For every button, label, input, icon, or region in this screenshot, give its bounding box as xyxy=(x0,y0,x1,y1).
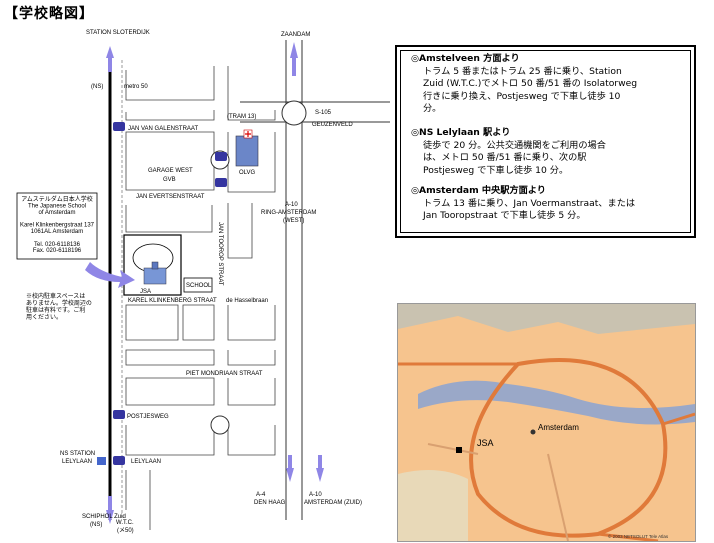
school-address-line: Tel. 020-6118136 xyxy=(34,242,81,248)
label-geuzenveld: GEUZENVELD xyxy=(312,122,353,128)
label-tram-13: (TRAM 13) xyxy=(227,114,256,120)
label-lelylaan: LELYLAAN xyxy=(131,459,161,465)
label-station-sloterdijk: STATION SLOTERDIJK xyxy=(86,30,150,36)
section-heading: ◎Amstelveen 方面より xyxy=(411,53,520,64)
school-address-line: The Japanese School xyxy=(28,203,86,209)
school-address-line: Fax. 020-6118196 xyxy=(33,248,82,254)
label-wtc: W.T.C. xyxy=(116,520,134,526)
label-ns-station: NS STATION xyxy=(60,451,95,457)
section-line: 分。 xyxy=(423,103,442,115)
amsterdam-center-dot xyxy=(530,429,536,435)
label-a4: A-4 xyxy=(256,492,266,498)
ij-water xyxy=(418,380,695,425)
train-icon xyxy=(97,457,106,465)
a10-interchange xyxy=(281,100,307,126)
overview-map-graphic: JSA Amsterdam © 2003 NETSOLUT Tele Atlas xyxy=(398,304,695,541)
label-piet-mondriaan-straat: PIET MONDRIAAN STRAAT xyxy=(186,371,263,377)
label-metro50-bottom: (メ50) xyxy=(117,528,134,534)
transit-stops xyxy=(97,122,227,465)
inset-copyright: © 2003 NETSOLUT Tele Atlas xyxy=(608,533,669,539)
label-amsterdam-zuid: AMSTERDAM (ZUID) xyxy=(304,500,362,506)
label-ns: (NS) xyxy=(91,84,103,90)
hospital-icon xyxy=(235,129,259,167)
label-ns-bottom: (NS) xyxy=(90,522,102,528)
label-jsa: JSA xyxy=(140,289,151,295)
access-info-box: ◎Amstelveen 方面より トラム 5 番またはトラム 25 番に乗り、S… xyxy=(395,45,696,238)
label-karel-klinkenberg-straat: KAREL KLINKENBERG STRAAT xyxy=(128,298,217,304)
label-olvg: OLVG xyxy=(239,170,256,176)
label-west: (WEST) xyxy=(283,218,304,224)
school-building-icon xyxy=(143,261,167,285)
label-jan-evertsenstraat: JAN EVERTSENSTRAAT xyxy=(136,194,205,200)
section-amsterdam-centraal: ◎Amsterdam 中央駅方面より トラム 13 番に乗り、Jan Voerm… xyxy=(411,185,635,223)
label-a10-bottom: A-10 xyxy=(309,492,322,498)
jsa-marker xyxy=(456,447,462,453)
school-route-map: STATION SLOTERDIJK ZAANDAM (NS) metro 50 (TR… xyxy=(16,30,390,534)
school-address-line: アムステルダム日本人学校 xyxy=(21,195,93,203)
label-s105: S-105 xyxy=(315,110,332,116)
section-heading: ◎Amsterdam 中央駅方面より xyxy=(411,185,546,196)
label-postjesweg: POSTJESWEG xyxy=(127,414,169,420)
tram-stop-icon xyxy=(113,122,125,131)
section-line: トラム 5 番またはトラム 25 番に乗り、Station xyxy=(423,65,622,77)
tram-stop-icon xyxy=(215,152,227,161)
section-line: は、メトロ 50 番/51 番に乗り、次の駅 xyxy=(423,152,587,164)
tram-stop-icon xyxy=(215,178,227,187)
parking-note-line: 用ください。 xyxy=(26,314,62,321)
parking-note-line: 駐車は有料です。ご利 xyxy=(26,306,85,314)
parking-note-line: ※校内駐車スペースは xyxy=(26,292,85,300)
label-garage-west: GARAGE WEST xyxy=(148,168,193,174)
school-address-line: Karel Klinkenbergstraat 137 xyxy=(20,223,95,229)
metro-stop-icon xyxy=(113,456,125,465)
school-address-line: of Amsterdam xyxy=(38,210,75,216)
section-amstelveen: ◎Amstelveen 方面より トラム 5 番またはトラム 25 番に乗り、S… xyxy=(411,53,637,116)
label-jan-toorop-straat: JAN TOOROP STRAAT xyxy=(217,222,223,286)
section-line: トラム 13 番に乗り、Jan Voermanstraat、または xyxy=(423,197,636,209)
section-line: 行きに乗り換え、Postjesweg で下車し徒歩 10 xyxy=(423,90,621,102)
label-ring-amsterdam: RING-AMSTERDAM xyxy=(261,210,316,216)
section-ns-lelylaan: ◎NS Lelylaan 駅より 徒歩で 20 分。公共交通機関をご利用の場合 … xyxy=(411,127,606,177)
label-a10: A-10 xyxy=(285,202,298,208)
label-de-hasselbraan: de Hasselbraan xyxy=(226,298,268,304)
school-annex xyxy=(183,277,213,293)
label-jan-van-galenstraat: JAN VAN GALENSTRAAT xyxy=(128,126,198,132)
inset-jsa-label: JSA xyxy=(477,438,494,448)
label-den-haag: DEN HAAG xyxy=(254,500,286,506)
section-line: Jan Tooropstraat で下車し徒歩 5 分。 xyxy=(423,210,586,222)
section-heading: ◎NS Lelylaan 駅より xyxy=(411,127,511,138)
label-metro-50: metro 50 xyxy=(124,84,148,90)
metro-stop-icon xyxy=(113,410,125,419)
section-line: Postjesweg で下車し徒歩 10 分。 xyxy=(423,164,569,176)
city-overview-map: JSA Amsterdam © 2003 NETSOLUT Tele Atlas xyxy=(397,303,696,542)
access-info-inner xyxy=(400,50,691,233)
school-address-box xyxy=(16,192,98,260)
garage-block xyxy=(125,131,215,191)
section-line: 徒歩で 20 分。公共交通機関をご利用の場合 xyxy=(423,139,606,151)
roundabout-south xyxy=(210,415,230,435)
label-schiphol-zuid: SCHIPHOL Zuid xyxy=(82,514,126,520)
label-zaandam: ZAANDAM xyxy=(281,32,310,38)
label-lelylaan-station: LELYLAAN xyxy=(62,459,92,465)
parking-note-line: ありません。学校周辺の xyxy=(26,299,92,307)
label-school: SCHOOL xyxy=(186,283,212,289)
inset-amsterdam-label: Amsterdam xyxy=(538,423,579,432)
direction-arrows xyxy=(85,42,324,524)
school-address-line: 1061AL Amsterdam xyxy=(31,229,83,235)
school-pointer-arrow xyxy=(85,262,135,288)
page-title: 【学校略図】 xyxy=(4,6,94,22)
label-gvb: GVB xyxy=(163,177,176,183)
section-line: Zuid (W.T.C.)でメトロ 50 番/51 番の Isolatorweg xyxy=(423,78,638,90)
